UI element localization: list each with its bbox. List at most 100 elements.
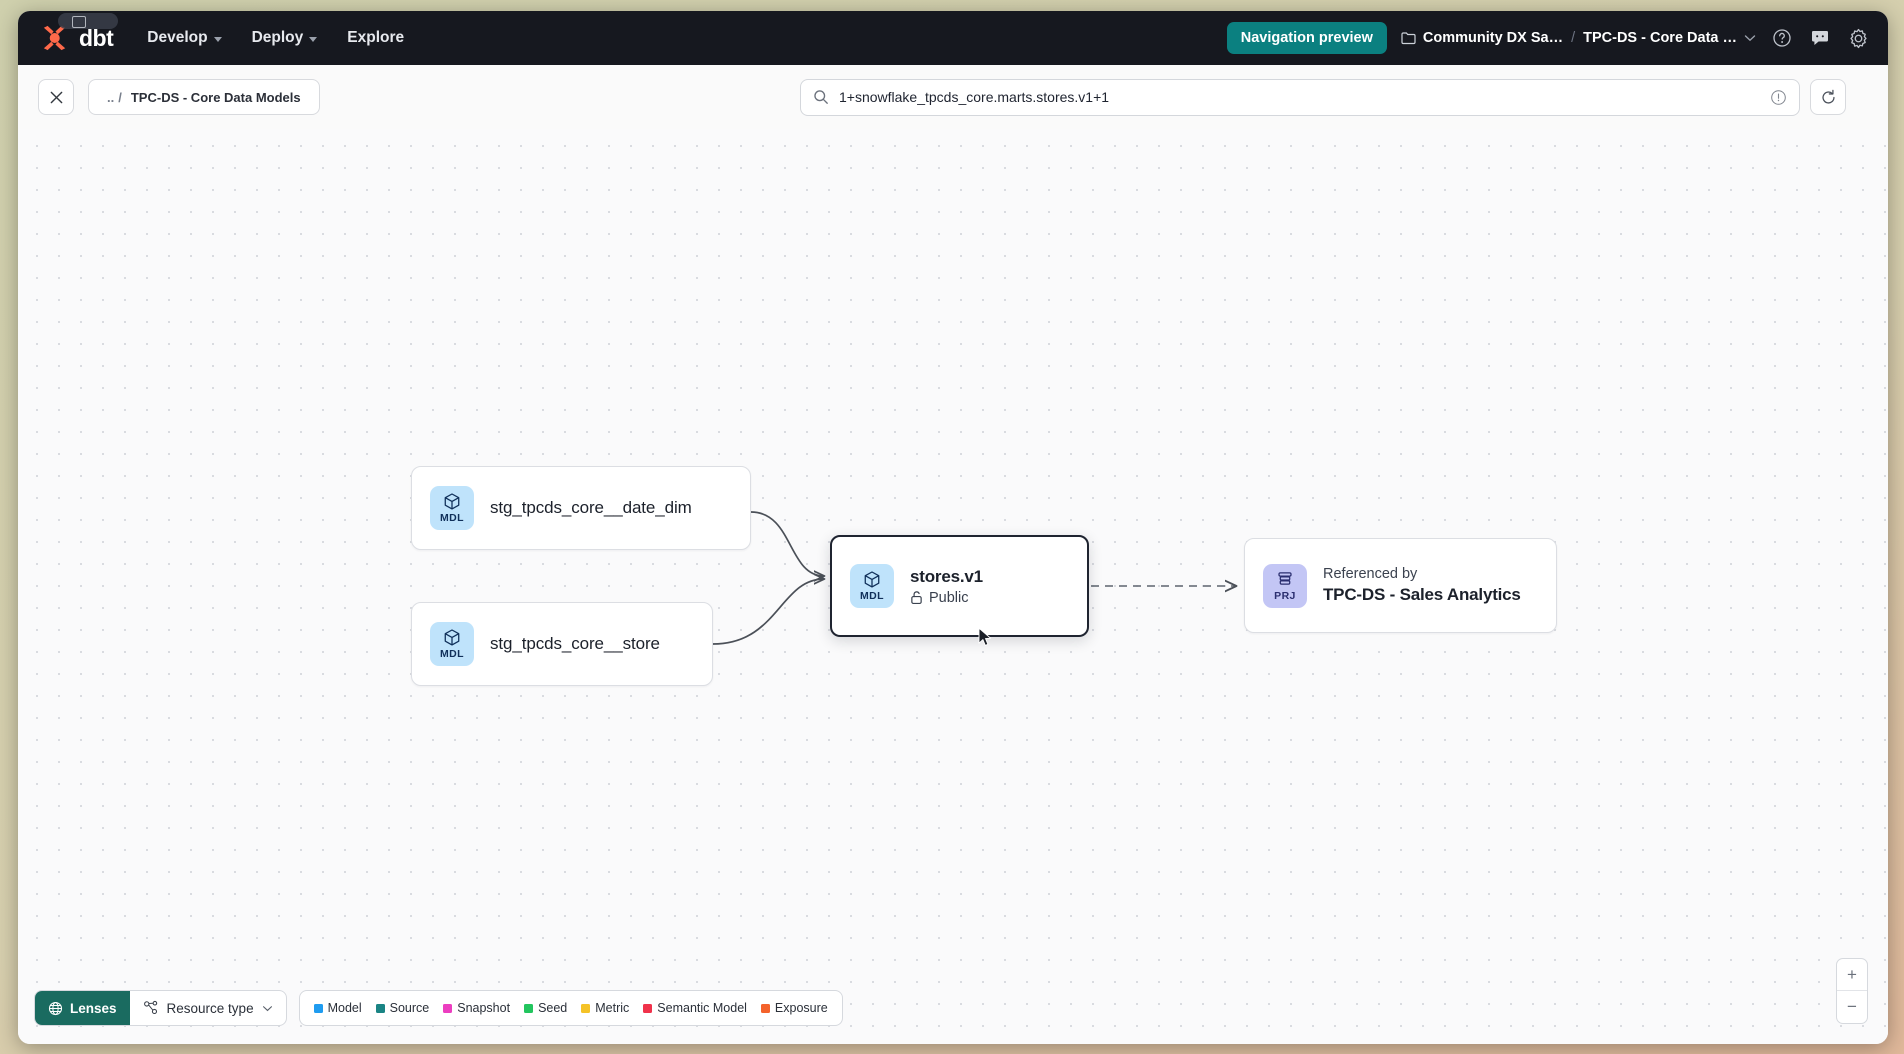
legend-label: Seed — [538, 1001, 568, 1015]
resource-type-label: Resource type — [166, 1000, 254, 1016]
node-badge-label: MDL — [440, 512, 464, 524]
gear-icon[interactable] — [1846, 26, 1870, 50]
legend-item[interactable]: Exposure — [760, 1001, 828, 1015]
nav-link-explore-label: Explore — [347, 29, 405, 46]
node-overline: Referenced by — [1323, 566, 1418, 582]
legend-swatch — [375, 1003, 385, 1013]
legend-label: Metric — [595, 1001, 630, 1015]
lenses-button[interactable]: Lenses — [35, 991, 130, 1025]
project-icon — [1278, 571, 1292, 585]
legend-label: Exposure — [774, 1001, 828, 1015]
cube-icon — [444, 629, 460, 646]
resource-type-dropdown[interactable]: Resource type — [130, 1000, 286, 1016]
top-nav-right: Navigation preview Community DX Sa… / TP… — [1226, 22, 1870, 54]
legend-swatch — [581, 1003, 591, 1013]
lineage-toolbar: .. / TPC-DS - Core Data Models — [18, 65, 1888, 129]
node-badge-label: MDL — [440, 648, 464, 660]
legend-swatch — [313, 1003, 323, 1013]
chevron-down-icon — [1744, 35, 1756, 42]
legend-item[interactable]: Metric — [581, 1001, 629, 1015]
legend-item[interactable]: Snapshot — [443, 1001, 510, 1015]
search-input[interactable] — [839, 89, 1760, 105]
folder-icon — [1401, 31, 1416, 44]
breadcrumb-account-label: Community DX Sa… — [1422, 30, 1564, 46]
breadcrumb-separator: / — [1571, 30, 1576, 46]
nav-link-explore[interactable]: Explore — [347, 29, 404, 47]
breadcrumb-chip-separator: / — [118, 89, 122, 105]
close-lineage-button[interactable] — [38, 79, 74, 115]
primary-nav-links: Develop Deploy Explore — [147, 29, 404, 47]
legend-label: Snapshot — [457, 1001, 511, 1015]
lineage-node-stores-v1[interactable]: MDL stores.v1 Public — [830, 535, 1089, 637]
node-text-stack: Referenced by TPC-DS - Sales Analytics — [1323, 566, 1521, 605]
breadcrumb-chip-label: TPC-DS - Core Data Models — [130, 89, 301, 105]
feedback-icon[interactable] — [1808, 26, 1832, 50]
zoom-in-button[interactable]: + — [1837, 959, 1867, 991]
info-icon[interactable] — [1770, 89, 1787, 106]
node-title: stg_tpcds_core__store — [490, 634, 660, 653]
search-icon — [814, 90, 828, 104]
node-badge-label: MDL — [860, 590, 884, 602]
chevron-down-icon — [213, 36, 222, 42]
unlock-icon — [911, 591, 922, 605]
chevron-down-icon — [262, 1005, 272, 1011]
nav-link-deploy[interactable]: Deploy — [252, 29, 318, 47]
node-badge-label: PRJ — [1274, 589, 1296, 602]
node-badge-mdl: MDL — [430, 486, 474, 530]
resource-type-legend: Model Source Snapshot Seed Metric Semantic Mo… — [298, 990, 843, 1026]
lineage-edges — [712, 511, 1888, 645]
navigation-preview-button[interactable]: Navigation preview — [1226, 22, 1387, 54]
legend-item[interactable]: Seed — [524, 1001, 567, 1015]
nav-link-develop-label: Develop — [147, 29, 208, 46]
lenses-button-label: Lenses — [70, 1000, 117, 1016]
breadcrumb-project[interactable]: TPC-DS - Core Data … — [1583, 30, 1756, 46]
node-access-label: Public — [929, 589, 969, 606]
chevron-down-icon — [309, 36, 318, 42]
node-badge-mdl: MDL — [850, 564, 894, 608]
account-breadcrumb: Community DX Sa… / TPC-DS - Core Data … — [1401, 30, 1756, 46]
lineage-node-stg-date-dim[interactable]: MDL stg_tpcds_core__date_dim — [411, 466, 751, 550]
refresh-button[interactable] — [1810, 79, 1846, 115]
help-circle-icon[interactable] — [1770, 26, 1794, 50]
legend-swatch — [760, 1003, 770, 1013]
lens-icon — [48, 1001, 63, 1015]
node-badge-mdl: MDL — [430, 622, 474, 666]
lineage-search-box[interactable] — [800, 78, 1800, 116]
dbt-mark-icon — [43, 25, 66, 51]
nav-link-develop[interactable]: Develop — [147, 29, 222, 47]
node-access-row: Public — [910, 590, 983, 606]
lineage-canvas[interactable]: MDL stg_tpcds_core__date_dim MDL stg_tpc… — [18, 129, 1888, 1044]
bottom-toolbar: Lenses Resource type Model Source Snapshot — [34, 990, 843, 1026]
node-title: stg_tpcds_core__date_dim — [490, 498, 692, 517]
breadcrumb-project-label: TPC-DS - Core Data … — [1583, 30, 1737, 46]
legend-swatch — [443, 1003, 453, 1013]
legend-label: Model — [327, 1001, 362, 1015]
zoom-out-button[interactable]: − — [1847, 997, 1857, 1016]
nav-link-deploy-label: Deploy — [251, 29, 304, 46]
refresh-icon — [1821, 89, 1835, 104]
lineage-node-referenced-project[interactable]: PRJ Referenced by TPC-DS - Sales Analyti… — [1244, 538, 1557, 633]
lenses-group: Lenses Resource type — [34, 990, 287, 1026]
legend-item[interactable]: Semantic Model — [643, 1001, 747, 1015]
lineage-node-stg-store[interactable]: MDL stg_tpcds_core__store — [411, 602, 713, 686]
legend-swatch — [643, 1003, 653, 1013]
breadcrumb-chip[interactable]: .. / TPC-DS - Core Data Models — [88, 79, 320, 115]
zoom-controls: + − — [1836, 958, 1868, 1024]
edge-store-to-stores — [712, 579, 824, 645]
cube-icon — [864, 571, 880, 588]
legend-item[interactable]: Model — [313, 1001, 362, 1015]
window-controls[interactable] — [58, 13, 118, 29]
node-text-stack: stores.v1 Public — [910, 567, 983, 606]
breadcrumb-account[interactable]: Community DX Sa… — [1401, 30, 1563, 46]
breadcrumb-chip-prefix: .. — [107, 89, 115, 105]
cube-icon — [444, 493, 460, 510]
close-icon — [50, 91, 62, 103]
node-title: stores.v1 — [910, 566, 983, 586]
legend-label: Semantic Model — [657, 1001, 747, 1015]
legend-swatch — [524, 1003, 534, 1013]
top-navigation-bar: dbt Develop Deploy Explore Navigation pr… — [18, 11, 1888, 65]
node-badge-prj: PRJ — [1263, 563, 1307, 608]
edge-date-dim-to-stores — [750, 511, 824, 576]
legend-item[interactable]: Source — [375, 1001, 429, 1015]
